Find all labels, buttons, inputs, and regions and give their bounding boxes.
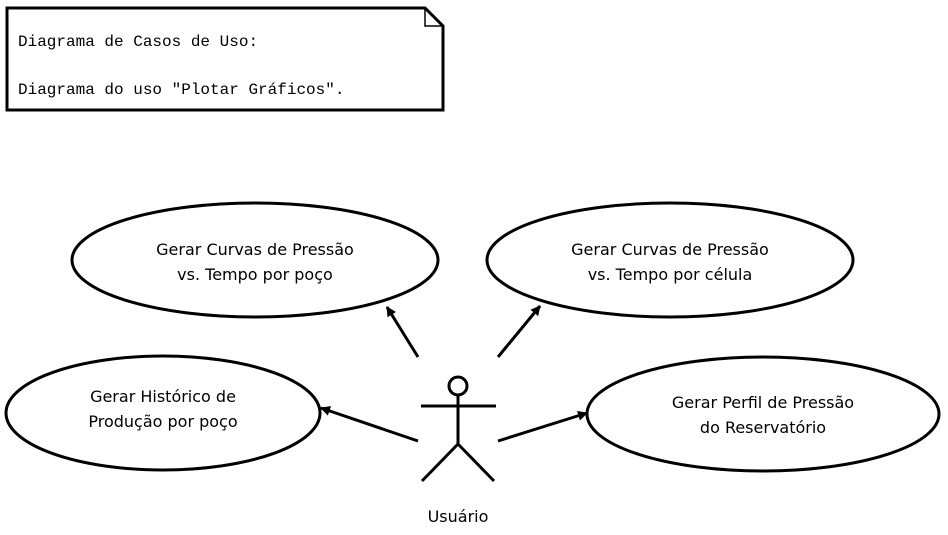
use-case-label-line2: do Reservatório <box>700 418 826 437</box>
actor-label: Usuário <box>428 507 489 526</box>
use-case-label-line1: Gerar Histórico de <box>90 387 236 406</box>
note-title: Diagrama de Casos de Uso: <box>18 33 258 51</box>
actor-user: Usuário <box>420 375 496 526</box>
use-case-pressure-vs-time-by-cell: Gerar Curvas de Pressão vs. Tempo por cé… <box>485 201 855 319</box>
association-arrow-use-case-1 <box>385 306 420 358</box>
actor-head <box>447 375 469 397</box>
use-case-label-line2: vs. Tempo por poço <box>177 265 333 284</box>
use-case-production-history-by-well: Gerar Histórico de Produção por poço <box>4 354 322 472</box>
note-subtitle: Diagrama do uso "Plotar Gráficos". <box>18 81 344 99</box>
diagram-note: Diagrama de Casos de Uso: Diagrama do us… <box>5 6 445 112</box>
actor-right-leg <box>456 442 496 483</box>
use-case-label-line1: Gerar Curvas de Pressão <box>571 240 769 259</box>
use-case-label-line2: vs. Tempo por célula <box>588 265 753 284</box>
association-arrow-use-case-2 <box>496 305 542 358</box>
use-case-label-line2: Produção por poço <box>88 412 237 431</box>
use-case-label-line1: Gerar Curvas de Pressão <box>156 240 354 259</box>
actor-left-leg <box>420 442 460 483</box>
association-arrow-use-case-4 <box>497 410 588 443</box>
use-case-label-line1: Gerar Perfil de Pressão <box>672 393 854 412</box>
association-arrow-use-case-3 <box>320 406 419 443</box>
use-case-reservoir-pressure-profile: Gerar Perfil de Pressão do Reservatório <box>585 355 941 473</box>
use-case-pressure-vs-time-by-well: Gerar Curvas de Pressão vs. Tempo por po… <box>70 201 440 319</box>
